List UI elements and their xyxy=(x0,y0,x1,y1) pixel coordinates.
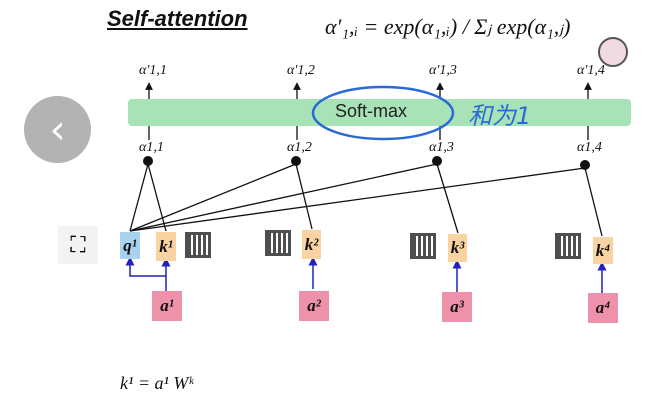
output-label: α′1,3 xyxy=(429,63,457,78)
score-label: α1,3 xyxy=(429,140,454,155)
input-box: a¹ xyxy=(152,291,182,321)
qr-code-icon[interactable] xyxy=(555,233,581,259)
scan-icon[interactable]: ⛶ xyxy=(58,226,98,264)
input-box: a⁴ xyxy=(588,293,618,323)
avatar[interactable] xyxy=(598,37,628,67)
qr-code-icon[interactable] xyxy=(410,233,436,259)
key-box: k⁴ xyxy=(593,237,613,264)
softmax-bar xyxy=(128,99,631,126)
output-label: α′1,1 xyxy=(139,63,167,78)
handwritten-note: 和为1 xyxy=(468,102,532,130)
chevron-left-icon[interactable]: ‹ xyxy=(24,96,91,163)
input-box: a³ xyxy=(442,292,472,322)
slide-title: Self-attention xyxy=(107,6,248,31)
query-box: q¹ xyxy=(120,232,140,259)
score-label: α1,4 xyxy=(577,140,602,155)
input-box: a² xyxy=(299,291,329,321)
output-label: α′1,4 xyxy=(577,63,605,78)
key-formula: k¹ = a¹ Wᵏ xyxy=(120,373,194,393)
softmax-label: Soft-max xyxy=(335,101,408,121)
qr-code-icon[interactable] xyxy=(265,230,291,256)
key-box: k¹ xyxy=(156,232,176,261)
softmax-formula: α′₁,ᵢ = exp(α₁,ᵢ) / Σⱼ exp(α₁,ⱼ) xyxy=(325,14,571,39)
qr-code-icon[interactable] xyxy=(185,232,211,258)
handwritten-circle xyxy=(311,85,455,141)
score-label: α1,2 xyxy=(287,140,312,155)
score-label: α1,1 xyxy=(139,140,164,155)
key-box: k³ xyxy=(448,234,467,262)
key-box: k² xyxy=(302,230,321,259)
output-label: α′1,2 xyxy=(287,63,315,78)
